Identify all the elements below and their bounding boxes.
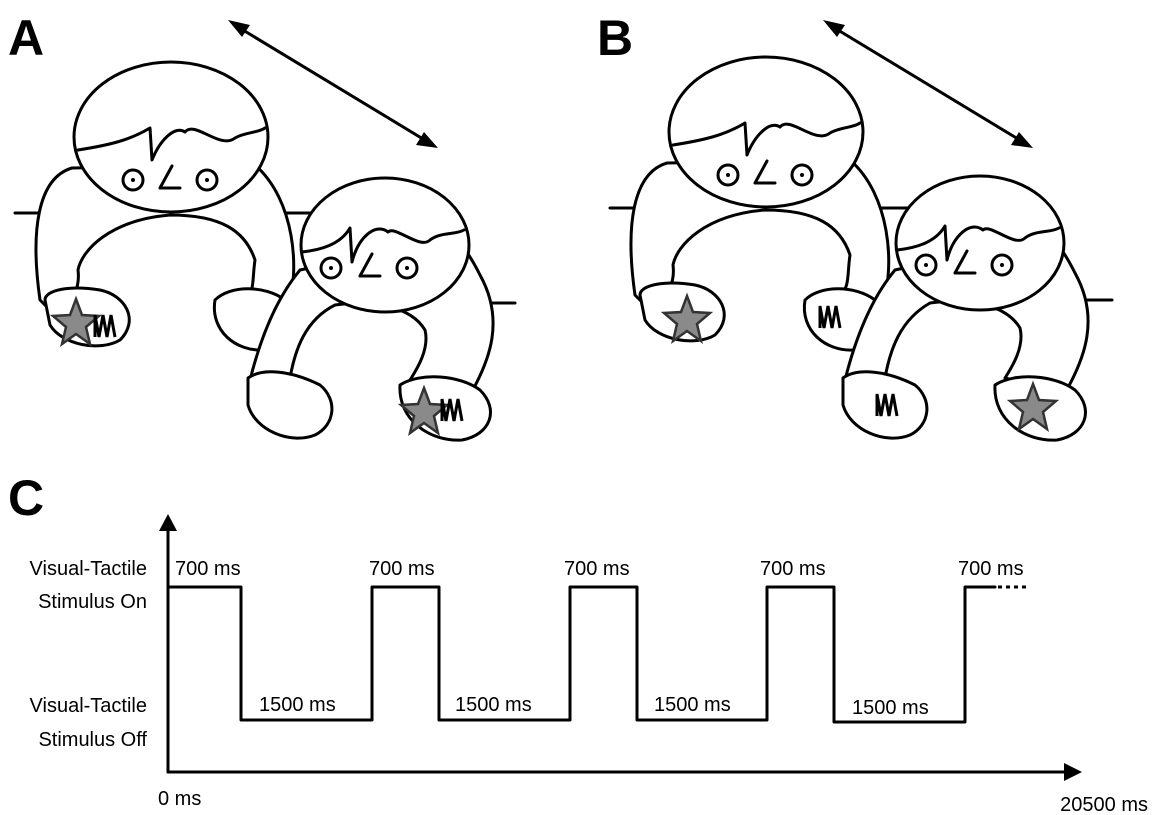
off-level-label-line2: Stimulus Off xyxy=(38,729,147,751)
panel-label-a: A xyxy=(8,10,44,66)
movement-arrow-a xyxy=(228,20,438,148)
time-start-label: 0 ms xyxy=(158,788,201,810)
hand-a-front-left xyxy=(246,370,334,440)
panel-a-illustration xyxy=(13,20,517,442)
panel-b-illustration xyxy=(608,20,1114,442)
on-duration-label-3: 700 ms xyxy=(564,558,630,580)
time-end-label: 20500 ms xyxy=(1060,794,1148,815)
movement-arrow-b xyxy=(823,20,1033,148)
timeline-diagram: Visual-Tactile Stimulus On Visual-Tactil… xyxy=(30,514,1148,815)
on-duration-label-1: 700 ms xyxy=(175,558,241,580)
stimulus-square-wave xyxy=(166,585,997,724)
on-level-label-line2: Stimulus On xyxy=(38,591,147,613)
on-duration-label-5: 700 ms xyxy=(958,558,1024,580)
person-back-a xyxy=(13,60,322,352)
on-duration-label-4: 700 ms xyxy=(760,558,826,580)
person-back-b xyxy=(608,55,912,352)
off-duration-label-4: 1500 ms xyxy=(852,697,929,719)
off-duration-label-1: 1500 ms xyxy=(259,694,336,716)
on-level-label-line1: Visual-Tactile xyxy=(30,558,147,580)
hand-b-front-left xyxy=(841,370,929,440)
x-axis-arrowhead xyxy=(1064,763,1082,781)
off-level-label-line1: Visual-Tactile xyxy=(30,695,147,717)
off-duration-label-3: 1500 ms xyxy=(654,694,731,716)
person-front-a xyxy=(246,176,517,442)
y-axis-arrowhead xyxy=(159,514,177,531)
off-duration-label-2: 1500 ms xyxy=(455,694,532,716)
panel-label-c: C xyxy=(8,470,44,526)
panel-label-b: B xyxy=(597,10,633,66)
on-duration-label-2: 700 ms xyxy=(369,558,435,580)
person-front-b xyxy=(841,174,1114,442)
